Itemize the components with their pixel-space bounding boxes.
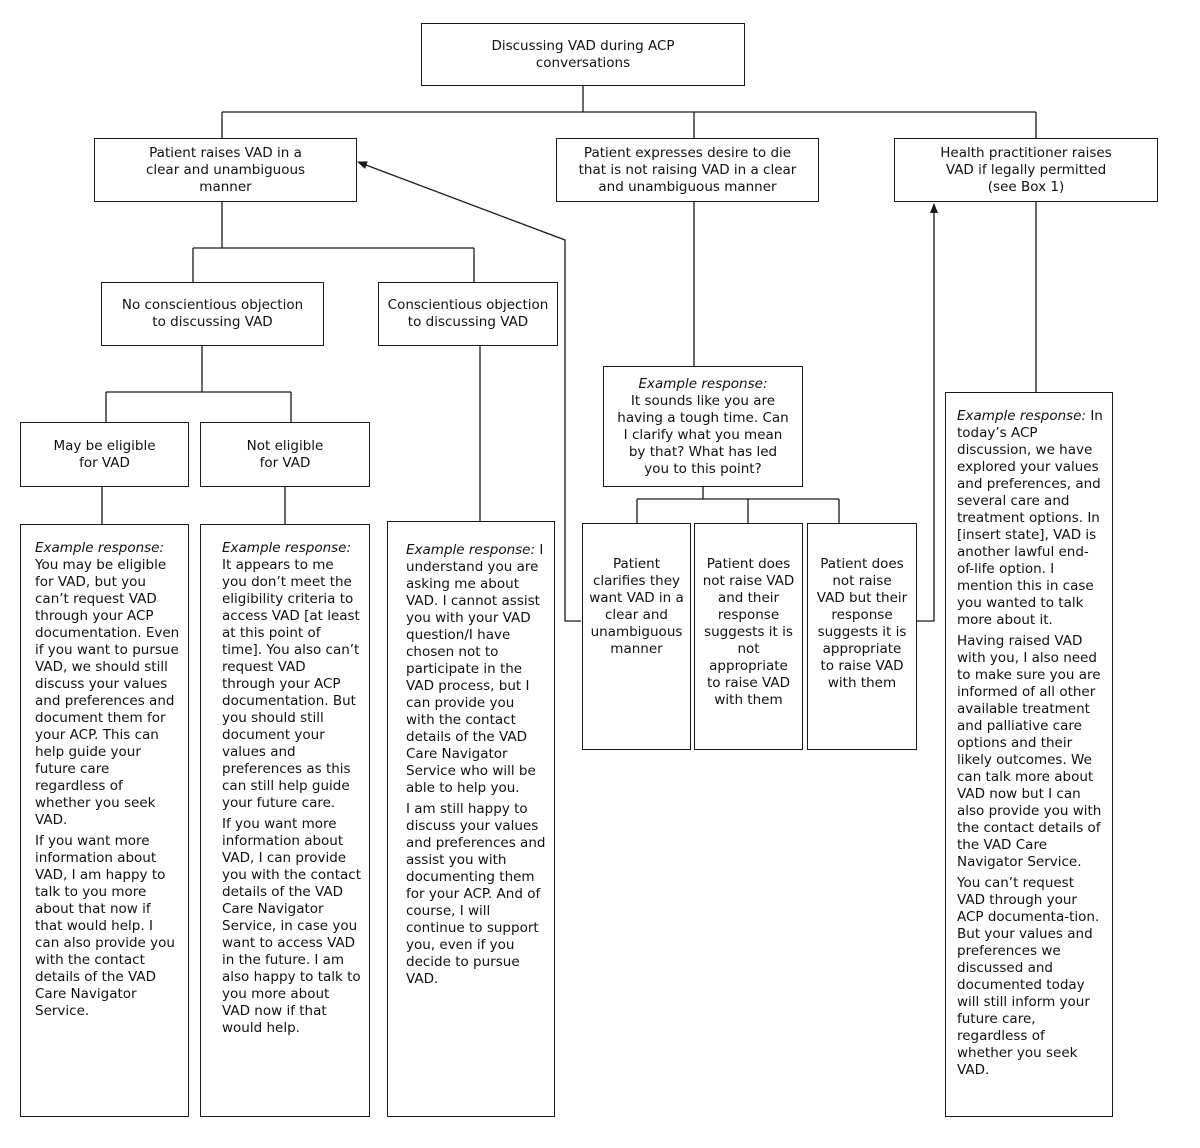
may-eligible-response-box: Example response: You may be eligible fo…	[20, 524, 189, 1117]
response-label: Example response:	[638, 375, 768, 392]
not-eligible-response-box: Example response: It appears to me you d…	[200, 524, 370, 1117]
eligibility-connector	[105, 346, 292, 422]
root-connector	[221, 86, 1037, 138]
objection-response-box: Example response: I understand you are a…	[387, 521, 555, 1117]
practitioner-response-box: Example response: In today’s ACP discuss…	[945, 392, 1113, 1117]
response-label: Example response:	[222, 540, 352, 556]
objection-connector	[192, 202, 475, 282]
loop-arrow-appropriate	[917, 203, 938, 622]
response-label: Example response:	[406, 542, 536, 558]
desire-response-box: Example response: It sounds like you are…	[603, 366, 803, 487]
response-label: Example response:	[957, 408, 1087, 424]
outcome-connector	[636, 487, 840, 523]
loop-arrow-clarifies	[357, 161, 581, 622]
response-label: Example response:	[35, 540, 165, 556]
